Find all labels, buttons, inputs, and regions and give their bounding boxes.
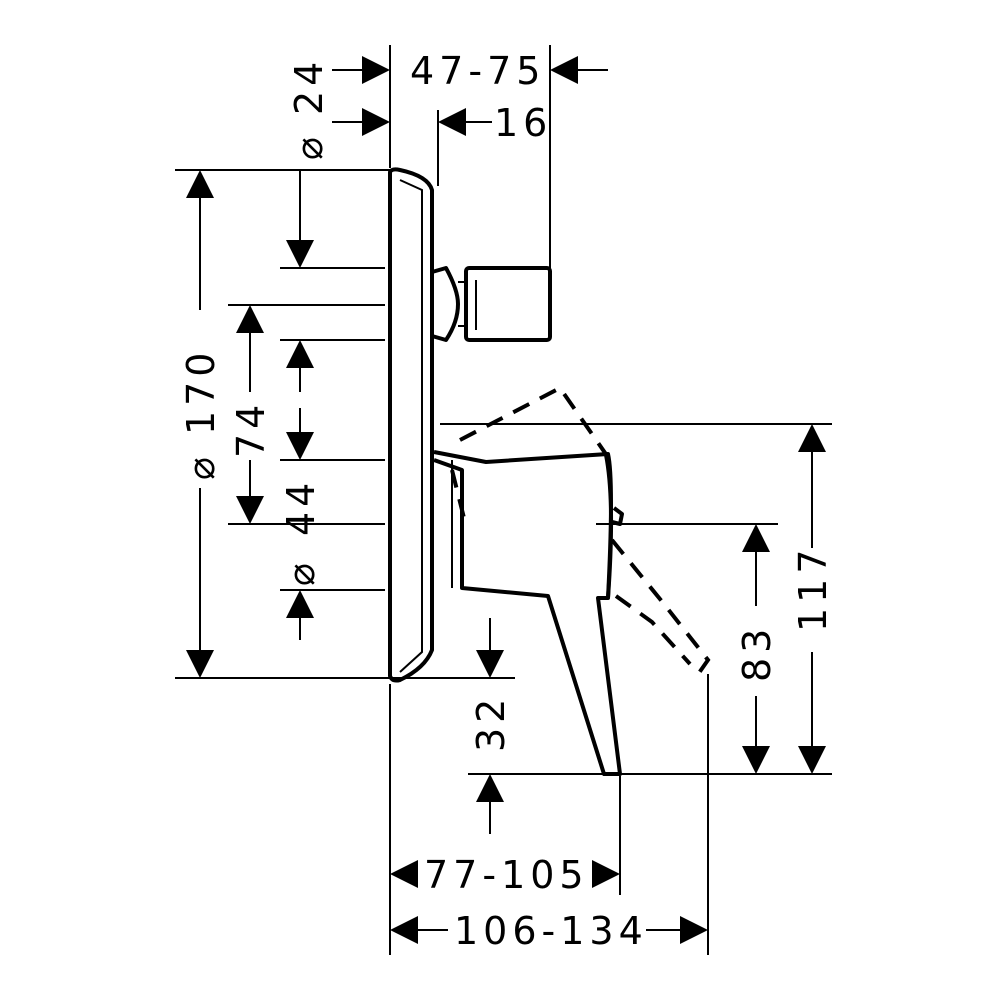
diverter-knob <box>431 266 552 342</box>
dimension-label-47-75: 47-75 <box>410 49 545 93</box>
lever-handle <box>433 450 624 776</box>
dimension-label-32: 32 <box>469 694 513 752</box>
dimension-106-134: 106-134 <box>390 909 708 953</box>
dimension-44: 44 ⌀ <box>279 408 323 640</box>
dimension-77-105: 77-105 <box>390 853 620 897</box>
dimension-label-83: 83 <box>735 624 779 682</box>
dimension-16: 16 <box>438 101 552 145</box>
dimension-83: 83 <box>735 524 779 774</box>
dimension-117: 117 <box>791 424 835 774</box>
dimension-diameter-170: ⌀ 170 <box>179 170 223 678</box>
lever-alternate-position <box>450 385 711 682</box>
dimension-32: 32 <box>469 618 513 834</box>
extension-lines <box>175 45 832 955</box>
dimension-label-117: 117 <box>791 544 835 632</box>
dimension-label-44: 44 <box>279 478 323 536</box>
dimension-label-diameter-44: ⌀ <box>279 558 323 586</box>
dimension-knob-arrows <box>286 170 314 392</box>
dimension-diameter-24: ⌀ 24 <box>287 56 390 160</box>
dimension-label-106-134: 106-134 <box>454 909 648 953</box>
dimension-label-16: 16 <box>494 101 552 145</box>
dimension-47-75: 47-75 <box>410 49 608 93</box>
dimension-label-diameter-24: ⌀ 24 <box>287 57 331 160</box>
dimension-74: 74 <box>229 305 273 524</box>
dimension-label-77-105: 77-105 <box>424 853 589 897</box>
escutcheon-plate <box>388 167 434 683</box>
dimension-label-diameter-170: ⌀ 170 <box>179 348 223 481</box>
dimension-label-74: 74 <box>229 400 273 458</box>
